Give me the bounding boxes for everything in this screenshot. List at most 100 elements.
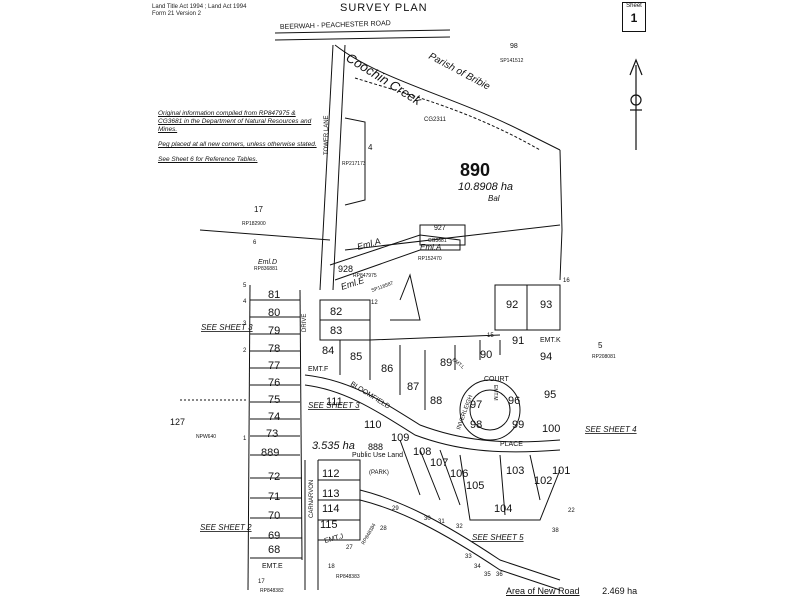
lot-number-88: 88 <box>430 395 442 407</box>
easement-k: EMT.K <box>540 337 561 344</box>
lots-west-east <box>299 289 303 561</box>
ref-rp848382: RP848382 <box>260 588 284 594</box>
lot-number-80: 80 <box>268 307 280 319</box>
see-sheet-4: SEE SHEET 4 <box>585 425 637 434</box>
lot-number-110: 110 <box>364 419 382 431</box>
lot-number-1: 1 <box>243 436 247 442</box>
see-sheet-2: SEE SHEET 2 <box>200 523 252 532</box>
ref-rp848383: RP848383 <box>336 574 360 580</box>
lot-number-127: 127 <box>170 417 185 427</box>
lot-number-73: 73 <box>266 428 278 440</box>
park-desc-2: (PARK) <box>369 470 389 476</box>
lot-number-12: 12 <box>371 300 378 306</box>
bloomfield-road-south <box>304 384 561 453</box>
lot-number-35: 35 <box>484 572 491 578</box>
easement-l: EMT.L <box>451 357 466 371</box>
road-beerwah-peachester: BEERWAH - PEACHESTER ROAD <box>280 20 391 31</box>
lot-number-82: 82 <box>330 306 342 318</box>
lot-number-84: 84 <box>322 345 334 357</box>
lot-number-78: 78 <box>268 343 280 355</box>
lot-number-29: 29 <box>392 506 399 512</box>
parish-of-bribie: Parish of Bribie <box>427 51 492 93</box>
lot-number-2: 2 <box>243 348 247 354</box>
lot-number-108: 108 <box>413 446 431 458</box>
lot-890-east <box>559 149 563 281</box>
lot-number-99: 99 <box>512 419 524 431</box>
note-see-sheet: See Sheet 6 for Reference Tables. <box>158 156 258 163</box>
ref-rp182900: RP182900 <box>242 221 266 227</box>
lot-number-3: 3 <box>243 321 247 327</box>
lot-number-97: 97 <box>470 399 482 411</box>
easement-j: EMT.J <box>324 533 345 545</box>
park-area: 3.535 ha <box>312 440 355 452</box>
road-boundary-top <box>274 29 451 34</box>
lot-number-27: 27 <box>346 545 353 551</box>
lot-number-103: 103 <box>506 465 524 477</box>
lot-890-number: 890 <box>460 160 491 180</box>
lot-890-south <box>344 224 561 251</box>
easement-m: EMT.M <box>492 385 498 401</box>
lot-number-71: 71 <box>268 491 280 503</box>
new-road-label: Area of New Road <box>506 586 580 596</box>
road-court: COURT <box>484 376 509 383</box>
creek-line <box>354 77 541 151</box>
see-sheet-3a: SEE SHEET 3 <box>201 323 253 332</box>
ref-rp847975: RP847975 <box>353 273 377 279</box>
sheet-number: 1 <box>630 11 638 25</box>
lot-number-927: 927 <box>434 225 446 232</box>
lot-number-91: 91 <box>512 335 524 347</box>
new-road-area: Area of New Road 2.469 ha <box>506 586 637 596</box>
lot-number-85: 85 <box>350 351 362 363</box>
lot-number-92: 92 <box>506 299 518 311</box>
ref-cg3681: CG3681 <box>428 238 447 244</box>
lot-number-77: 77 <box>268 360 280 372</box>
ref-rp208081: RP208081 <box>592 354 616 360</box>
sheet-label: Sheet <box>626 3 642 9</box>
new-road-value: 2.469 ha <box>602 586 638 596</box>
lot-number-5: 5 <box>598 341 603 350</box>
lot-number-101: 101 <box>552 465 570 477</box>
lot-number-81: 81 <box>268 289 280 301</box>
lot-number-18: 18 <box>328 564 335 570</box>
lot-number-94: 94 <box>540 351 552 363</box>
lot-number-105: 105 <box>466 480 484 492</box>
lot-number-15: 15 <box>487 333 494 339</box>
lot-number-38: 38 <box>552 528 559 534</box>
lot-number-16: 16 <box>563 278 570 284</box>
lot-number-5: 5 <box>243 283 247 289</box>
lot-number-928: 928 <box>338 264 353 274</box>
road-place: PLACE <box>500 441 523 448</box>
court-cul-de-sac <box>459 379 521 441</box>
road-carnarvon: CARNARVON <box>309 480 315 518</box>
lot-number-111: 111 <box>326 396 343 408</box>
south-road <box>359 489 561 581</box>
lot-number-75: 75 <box>268 394 280 406</box>
lot-number-109: 109 <box>391 432 409 444</box>
lot-number-34: 34 <box>474 564 481 570</box>
lot-number-33: 33 <box>465 554 472 560</box>
lot-number-70: 70 <box>268 510 280 522</box>
bloomfield-road-north <box>304 374 561 443</box>
page-title: SURVEY PLAN <box>340 2 428 14</box>
lot-number-76: 76 <box>268 377 280 389</box>
north-arrow <box>629 58 643 150</box>
lot-number-104: 104 <box>494 503 512 515</box>
lot-number-98: 98 <box>510 43 518 50</box>
road-drive: DRIVE <box>302 314 308 332</box>
road-boundary-top-2 <box>274 36 451 41</box>
lot-number-6: 6 <box>253 240 257 246</box>
lot-number-113: 113 <box>322 488 340 500</box>
ref-rp836881: RP836881 <box>254 266 278 272</box>
tower-lane-west <box>319 44 334 291</box>
park-lot-number: 888 <box>368 442 384 452</box>
lot-number-4: 4 <box>243 299 247 305</box>
lot-890-area: 10.8908 ha <box>458 181 514 193</box>
lot-4-boundary <box>344 117 366 206</box>
road-tower-lane: TOWER LANE <box>324 115 330 155</box>
ref-sp118587: SP118587 <box>371 280 395 294</box>
lot-number-79: 79 <box>268 325 280 337</box>
easement-f: EMT.F <box>308 366 328 373</box>
lot-number-93: 93 <box>540 299 552 311</box>
see-sheet-3b: SEE SHEET 3 <box>308 401 360 410</box>
